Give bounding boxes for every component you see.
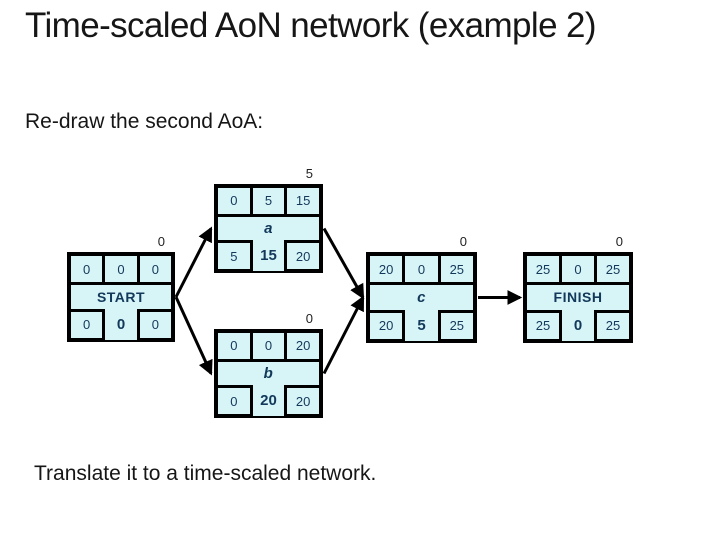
edge-start-to-b [174,296,213,376]
node-top-cell: 0 [562,256,594,283]
slide-subtitle: Re-draw the second AoA: [25,110,264,133]
node-top-cell: 25 [527,256,559,283]
node-bottom-center-cell: 20 [252,385,285,416]
node-top-cell: 0 [218,188,250,214]
node-bottom-center-cell: 15 [252,240,285,271]
node-top-cell: 5 [252,188,285,214]
node-top-cell: 20 [370,256,403,283]
node-bottom-cell: 0 [71,311,103,338]
node-top-cell: 20 [287,333,319,359]
node-top-cell: 0 [218,333,250,359]
footer-text: Translate it to a time-scaled network. [34,462,377,485]
edge-b-to-c [322,295,365,375]
node-above-label: 0 [157,234,165,249]
node-bottom-cell: 20 [370,312,403,339]
node-bottom-center-cell: 0 [105,308,137,340]
slide-title: Time-scaled AoN network (example 2) [25,6,597,45]
node-top-cell: 0 [252,333,285,359]
node-above-label: 0 [305,311,313,326]
node-bottom-cell: 20 [287,388,319,414]
node-top-cell: 0 [139,256,171,283]
node-top-cell: 15 [287,188,319,214]
node-name-label: a [218,216,319,241]
node-bottom-cell: 0 [139,311,171,338]
node-top-cell: 0 [405,256,438,283]
node-above-label: 5 [305,166,313,181]
node-top-cell: 0 [105,256,137,283]
node-bottom-cell: 5 [218,243,250,269]
node-top-cell: 25 [440,256,473,283]
node-above-label: 0 [459,234,467,249]
node-top-cell: 25 [597,256,629,283]
node-bottom-center-cell: 5 [405,309,438,341]
node-top-cell: 0 [71,256,103,283]
node-bottom-cell: 20 [287,243,319,269]
node-bottom-center-cell: 0 [562,309,594,341]
node-bottom-cell: 25 [597,312,629,339]
edge-a-to-c [322,227,365,300]
node-name-label: START [71,285,171,309]
node-name-label: c [370,285,473,310]
edge-start-to-a [174,226,213,298]
node-above-label: 0 [615,234,623,249]
node-name-label: FINISH [527,285,629,310]
node-bottom-cell: 25 [527,312,559,339]
node-bottom-cell: 0 [218,388,250,414]
node-bottom-cell: 25 [440,312,473,339]
node-name-label: b [218,361,319,386]
